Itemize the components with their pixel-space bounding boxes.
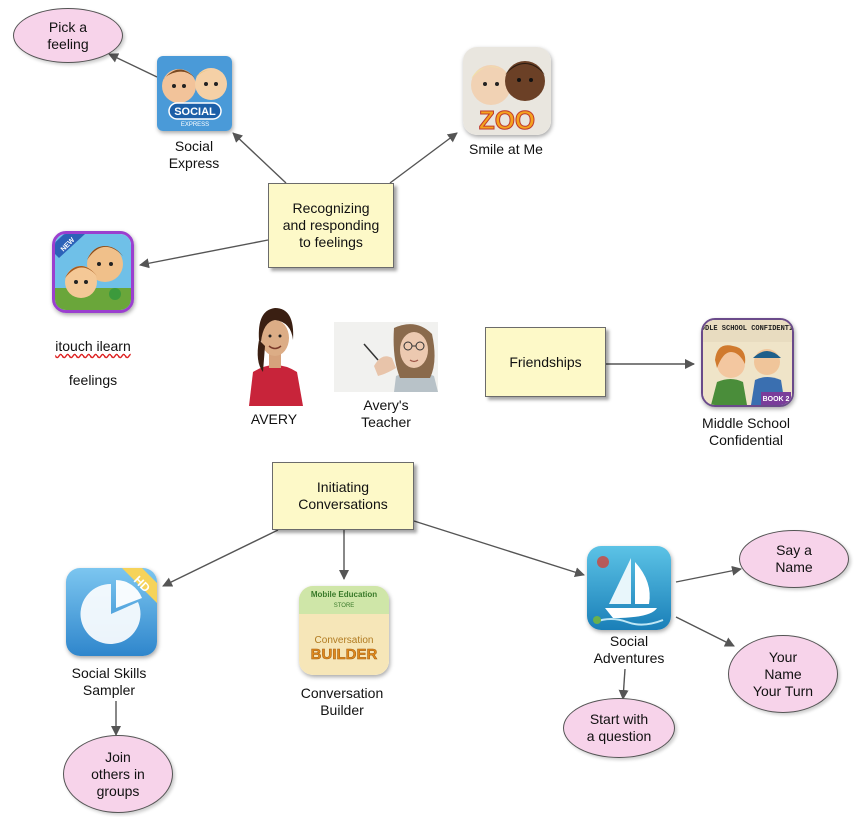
- arrow-social-express-to-pick-feeling: [108, 53, 158, 78]
- arrow-recognizing-to-smile-at-me: [389, 132, 458, 184]
- pick-feeling-bubble[interactable]: Pick a feeling: [13, 8, 123, 63]
- middle-school-icon-title: MIDDLE SCHOOL CONFIDENTIAL: [703, 325, 792, 333]
- initiating-conversations-note[interactable]: Initiating Conversations: [272, 462, 414, 530]
- conversation-builder-icon-mid: Conversation: [315, 635, 374, 646]
- arrow-recognizing-to-social-express: [232, 132, 287, 184]
- arrow-recognizing-to-itouch: [139, 239, 269, 269]
- arrow-initiating-to-social-adventures: [413, 520, 585, 578]
- itouch-ilearn-label: itouch ilearn feelings: [23, 321, 163, 389]
- social-express-label: Social Express: [168, 138, 220, 171]
- avery-label: AVERY: [250, 411, 298, 427]
- itouch-ilearn-label-line2: feelings: [68, 372, 118, 388]
- friendships-note[interactable]: Friendships: [485, 327, 606, 397]
- conversation-builder-icon-main: BUILDER: [311, 646, 378, 663]
- social-express-icon-text: SOCIAL: [174, 106, 216, 118]
- smile-at-me-label: Smile at Me: [469, 141, 543, 157]
- social-skills-label: Social Skills Sampler: [71, 665, 147, 698]
- smile-at-me-icon-text: ZOO: [479, 105, 535, 135]
- arrow-social-adventures-to-say-name: [675, 565, 742, 583]
- teacher-photo: [334, 322, 438, 392]
- conversation-builder-icon-top2: STORE: [334, 603, 355, 609]
- itouch-ilearn-label-line1: itouch ilearn: [55, 338, 131, 354]
- arrow-social-adventures-to-start-question: [618, 668, 629, 700]
- recognizing-feelings-note[interactable]: Recognizing and responding to feelings: [268, 183, 394, 268]
- social-express-app-icon[interactable]: SOCIAL EXPRESS: [157, 56, 232, 131]
- teacher-label: Avery's Teacher: [361, 397, 411, 430]
- say-name-bubble[interactable]: Say a Name: [739, 530, 849, 588]
- social-adventures-app-icon[interactable]: [587, 546, 671, 630]
- social-adventures-label: Social Adventures: [593, 633, 665, 666]
- arrow-initiating-to-social-skills: [162, 529, 279, 587]
- middle-school-icon-badge: BOOK 2: [763, 396, 790, 403]
- social-express-icon-subtext: EXPRESS: [181, 122, 209, 128]
- middle-school-label: Middle School Confidential: [702, 415, 790, 448]
- smile-at-me-app-icon[interactable]: ZOO: [463, 47, 551, 135]
- middle-school-confidential-app-icon[interactable]: MIDDLE SCHOOL CONFIDENTIAL BOOK 2: [701, 318, 794, 407]
- conversation-builder-icon-top: Mobile Education: [311, 590, 377, 599]
- start-with-question-bubble[interactable]: Start with a question: [563, 698, 675, 758]
- avery-photo: [245, 302, 305, 406]
- conversation-builder-app-icon[interactable]: Mobile Education STORE Conversation BUIL…: [299, 586, 389, 675]
- conversation-builder-label: Conversation Builder: [300, 685, 384, 718]
- arrow-social-adventures-to-your-name: [675, 616, 735, 647]
- join-others-bubble[interactable]: Join others in groups: [63, 735, 173, 813]
- your-name-your-turn-bubble[interactable]: Your Name Your Turn: [728, 635, 838, 713]
- social-skills-sampler-app-icon[interactable]: HD: [66, 568, 157, 656]
- itouch-ilearn-feelings-app-icon[interactable]: NEW: [52, 231, 134, 313]
